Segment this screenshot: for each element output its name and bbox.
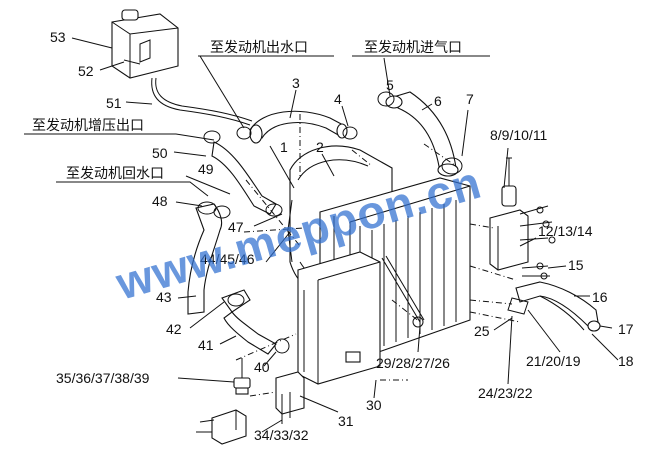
callout-32-34: 34/33/32 — [254, 427, 309, 443]
callout-19-21: 21/20/19 — [526, 353, 581, 369]
callout-44-46: 44/45/46 — [200, 251, 255, 267]
direction-labels: 至发动机出水口 至发动机进气口 至发动机增压出口 至发动机回水口 — [24, 40, 490, 197]
callout-2: 2 — [316, 139, 324, 155]
callout-8-11: 8/9/10/11 — [490, 127, 548, 143]
callout-15: 15 — [568, 257, 584, 273]
air-intake-pipe — [377, 91, 463, 177]
callout-52: 52 — [78, 63, 94, 79]
bottom-mount — [196, 358, 305, 445]
callout-41: 41 — [198, 337, 214, 353]
leader-lines — [71, 37, 619, 433]
hose-clamp-4 — [236, 126, 358, 140]
callout-51: 51 — [106, 95, 122, 111]
turbo-hose — [203, 130, 283, 217]
expansion-tank — [111, 9, 179, 79]
callout-26-29: 29/28/27/26 — [376, 355, 450, 371]
callout-53: 53 — [50, 29, 66, 45]
lower-hose-connector — [221, 289, 290, 355]
label-engine-water-return: 至发动机回水口 — [66, 166, 164, 182]
tube-assembly — [507, 281, 601, 332]
callout-43: 43 — [156, 289, 172, 305]
callout-31: 31 — [338, 413, 354, 429]
front-frame — [297, 251, 381, 385]
callout-22-24: 24/23/22 — [478, 385, 533, 401]
callout-3: 3 — [292, 75, 300, 91]
overflow-hose — [151, 77, 253, 126]
label-turbo-outlet: 至发动机增压出口 — [32, 118, 144, 134]
callout-12-14: 12/13/14 — [538, 223, 593, 239]
callout-16: 16 — [592, 289, 608, 305]
callout-18: 18 — [618, 353, 634, 369]
right-bracket-assembly — [489, 157, 556, 280]
callout-50: 50 — [152, 145, 168, 161]
part-callouts: 53 52 51 50 49 48 47 44/45/46 43 42 41 4… — [50, 29, 634, 443]
lower-return-hose — [187, 201, 231, 315]
callout-35-39: 35/36/37/38/39 — [56, 370, 150, 386]
callout-40: 40 — [254, 359, 270, 375]
callout-6: 6 — [434, 93, 442, 109]
callout-47: 47 — [228, 219, 244, 235]
callout-48: 48 — [152, 193, 168, 209]
callout-5: 5 — [386, 77, 394, 93]
callout-49: 49 — [198, 161, 214, 177]
callout-4: 4 — [334, 91, 342, 107]
callout-1: 1 — [280, 139, 288, 155]
callout-17: 17 — [618, 321, 634, 337]
upper-hose — [249, 110, 348, 144]
callout-30: 30 — [366, 397, 382, 413]
tie-rod — [381, 255, 425, 328]
callout-42: 42 — [166, 321, 182, 337]
callout-7: 7 — [466, 91, 474, 107]
label-engine-air-inlet: 至发动机进气口 — [364, 40, 462, 56]
label-engine-water-outlet: 至发动机出水口 — [210, 40, 308, 56]
callout-25: 25 — [474, 323, 490, 339]
